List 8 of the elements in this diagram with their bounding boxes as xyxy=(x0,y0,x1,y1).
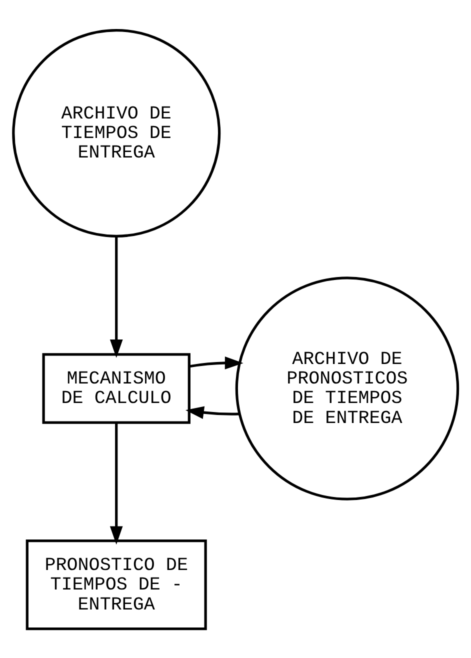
node-box: PRONOSTICO DE TIEMPOS DE - ENTREGA xyxy=(26,539,207,630)
arrow xyxy=(110,236,123,358)
arrow xyxy=(185,406,240,418)
arrow xyxy=(189,356,244,369)
node-circle: ARCHIVO DE PRONOSTICOS DE TIEMPOS DE ENTREGA xyxy=(235,276,460,500)
node-box: MECANISMO DE CALCULO xyxy=(42,352,190,424)
node-circle: ARCHIVO DE TIEMPOS DE ENTREGA xyxy=(12,28,221,237)
arrow xyxy=(110,422,123,544)
